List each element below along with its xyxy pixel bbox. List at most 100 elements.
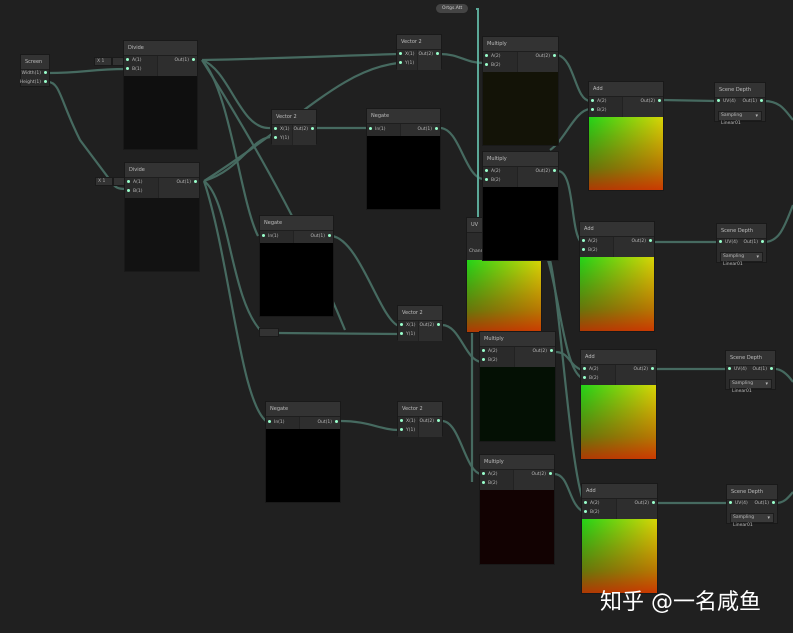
divide-node-2[interactable]: Divide A(1) B(1) Out(1) [124,162,200,272]
chevron-down-icon: ▾ [756,254,759,260]
output-port[interactable]: Out(1) [174,57,195,65]
scene-depth-node-2[interactable]: Scene Depth UV(4) Out(1) Sampling Linear… [716,223,767,267]
output-port[interactable]: Out(2) [634,500,655,508]
output-port[interactable]: Out(2) [531,471,552,479]
uv-node[interactable]: UV Channel [466,217,542,333]
multiply-node-1[interactable]: Multiply A(2) B(2) Out(2) [482,36,559,146]
divide2-const-a-field[interactable]: X 1 [95,177,113,186]
node-preview [467,260,541,332]
multiply-node-4[interactable]: Multiply A(2) B(2) Out(2) [479,454,555,565]
height-output-port[interactable]: Height(1) [20,79,47,87]
chevron-down-icon: ▾ [765,381,768,387]
input-port-a[interactable]: A(2) [485,168,500,176]
output-port[interactable]: Out(2) [640,98,661,106]
input-port-b[interactable]: B(2) [582,247,597,255]
input-port-y[interactable]: Y(1) [274,135,289,143]
divide1-const-a-field[interactable]: X 1 [94,57,112,66]
input-port-a[interactable]: A(2) [485,53,500,61]
input-port-b[interactable]: B(2) [482,480,497,488]
chevron-down-icon: ▾ [767,515,770,521]
input-port-a[interactable]: A(2) [583,366,598,374]
input-port-a[interactable]: A(2) [584,500,599,508]
input-port-a[interactable]: A(1) [126,57,141,65]
sampling-mode-dropdown[interactable]: Sampling Linear01▾ [720,252,763,267]
output-port[interactable]: Out(1) [742,98,763,106]
input-port-a[interactable]: A(2) [582,238,597,246]
input-port-in[interactable]: In(1) [262,233,279,241]
vector2-node-d[interactable]: Vector 2 X(1) Y(1) Out(2) [397,401,443,437]
input-port-x[interactable]: X(1) [274,126,289,134]
output-port[interactable]: Out(2) [419,418,440,426]
input-port-a[interactable]: A(1) [127,179,142,187]
multiply-node-2[interactable]: Multiply A(2) B(2) Out(2) [482,151,559,261]
input-port-a[interactable]: A(2) [591,98,606,106]
input-port-x[interactable]: X(1) [400,322,415,330]
input-port-uv[interactable]: UV(4) [719,239,738,247]
input-port-b[interactable]: B(2) [485,177,500,185]
output-port[interactable]: Out(2) [532,348,553,356]
output-port[interactable]: Out(1) [754,500,775,508]
input-port-y[interactable]: Y(1) [399,60,414,68]
input-port-b[interactable]: B(1) [127,188,142,196]
node-preview [125,198,199,271]
add-node-3[interactable]: Add A(2) B(2) Out(2) [580,349,657,460]
vector2-node-c[interactable]: Vector 2 X(1) Y(1) Out(2) [397,305,443,341]
output-port[interactable]: Out(2) [631,238,652,246]
negate-node-2[interactable]: Negate In(1) Out(1) [259,215,334,317]
input-port-b[interactable]: B(2) [584,509,599,517]
add-node-2[interactable]: Add A(2) B(2) Out(2) [579,221,655,332]
input-port-y[interactable]: Y(1) [400,427,415,435]
output-port[interactable]: Out(1) [752,366,773,374]
vector2-node-top[interactable]: Vector 2 X(1) Y(1) Out(2) [396,34,442,70]
input-port-y[interactable]: Y(1) [400,331,415,339]
output-port[interactable]: Out(2) [293,126,314,134]
node-preview [367,136,440,209]
output-port[interactable]: Out(2) [419,322,440,330]
output-port[interactable]: Out(1) [310,233,331,241]
input-port-a[interactable]: A(2) [482,471,497,479]
input-port-b[interactable]: B(2) [591,107,606,115]
scene-depth-node-3[interactable]: Scene Depth UV(4) Out(1) Sampling Linear… [725,350,776,394]
input-port-b[interactable]: B(2) [482,357,497,365]
output-port[interactable]: Out(2) [535,53,556,61]
vector2-node-mid[interactable]: Vector 2 X(1) Y(1) Out(2) [271,109,317,145]
output-port[interactable]: Out(1) [317,419,338,427]
input-port-b[interactable]: B(2) [583,375,598,383]
scene-depth-node-4[interactable]: Scene Depth UV(4) Out(1) Sampling Linear… [726,484,778,528]
sampling-mode-dropdown[interactable]: Sampling Linear01▾ [718,111,762,126]
reroute-node[interactable] [259,328,279,337]
node-preview [483,187,558,260]
sampling-mode-dropdown[interactable]: Sampling Linear01▾ [730,513,774,528]
multiply-node-3[interactable]: Multiply A(2) B(2) Out(2) [479,331,556,442]
input-port-a[interactable]: A(2) [482,348,497,356]
input-port-uv[interactable]: UV(4) [717,98,736,106]
input-port-uv[interactable]: UV(4) [729,500,748,508]
output-port[interactable]: Out(2) [535,168,556,176]
output-port[interactable]: Out(1) [176,179,197,187]
scene-depth-node-1[interactable]: Scene Depth UV(4) Out(1) Sampling Linear… [714,82,766,126]
add-node-1[interactable]: Add A(2) B(2) Out(2) [588,81,664,191]
add-node-4[interactable]: Add A(2) B(2) Out(2) [581,483,658,594]
input-port-x[interactable]: X(1) [400,418,415,426]
divide-node-1[interactable]: Divide A(1) B(1) Out(1) [123,40,198,150]
screen-node[interactable]: Screen Width(1) Height(1) [20,54,50,87]
output-port[interactable]: Out(1) [743,239,764,247]
input-port-x[interactable]: X(1) [399,51,414,59]
node-preview [480,490,554,564]
input-port-uv[interactable]: UV(4) [728,366,747,374]
width-output-port[interactable]: Width(1) [22,70,47,78]
input-port-b[interactable]: B(2) [485,62,500,70]
input-port-in[interactable]: In(1) [268,419,285,427]
output-port[interactable]: Out(2) [418,51,439,59]
property-node-pill[interactable]: Ortgs.Att [436,4,469,13]
negate-node-3[interactable]: Negate In(1) Out(1) [265,401,341,503]
sampling-mode-dropdown[interactable]: Sampling Linear01▾ [729,379,772,394]
negate-node-1[interactable]: Negate In(1) Out(1) [366,108,441,210]
property-label: Ortgs.Att [442,6,463,11]
output-port[interactable]: Out(2) [633,366,654,374]
node-title: Scene Depth [726,351,775,366]
input-port-in[interactable]: In(1) [369,126,386,134]
input-port-b[interactable]: B(1) [126,66,141,74]
chevron-down-icon: ▾ [755,113,758,119]
output-port[interactable]: Out(1) [417,126,438,134]
